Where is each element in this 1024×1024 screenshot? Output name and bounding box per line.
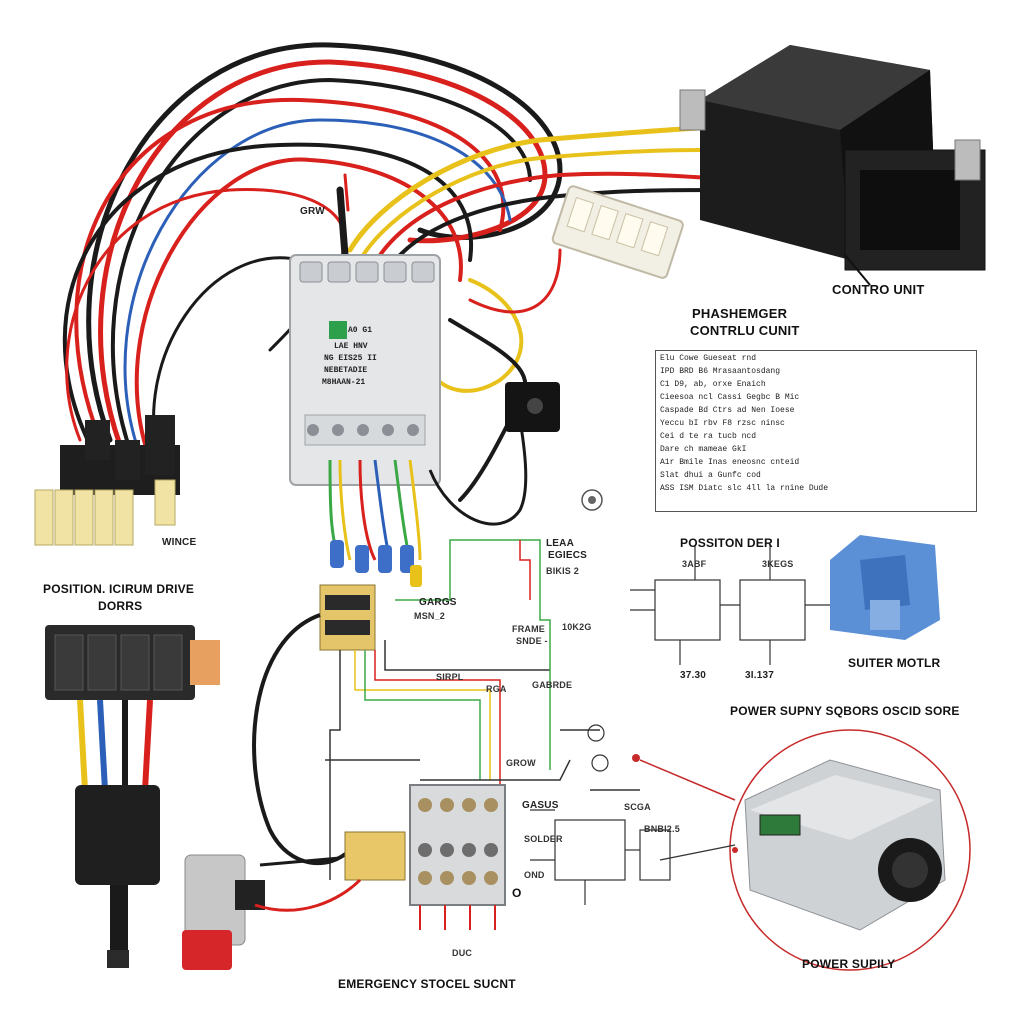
relay-module — [289, 254, 441, 486]
small-sensor — [505, 382, 560, 432]
yellow-terminal-block — [319, 584, 376, 651]
ring-terminals — [330, 540, 422, 587]
relay-line: NG EIS25 II — [324, 354, 377, 363]
table-row: ASS ISM Diatc slc 4ll la rnine Dude — [660, 484, 829, 493]
sutter-motor-device — [830, 535, 940, 640]
position-drive-label-2: DORRS — [98, 599, 143, 613]
lower-schematic — [530, 809, 671, 905]
gargs-label-1: GARGS — [419, 597, 457, 608]
table-row: Dare ch mameae GkI — [660, 445, 747, 454]
table-row: C1 D9, ab, orxe Enaich — [660, 380, 766, 389]
schematic-lines — [325, 539, 640, 880]
garde-label: GABRDE — [532, 680, 573, 690]
marker-circle — [581, 489, 603, 511]
table-row: Slat dhui a Gunfc cod — [660, 471, 761, 480]
rga-label: RGA — [486, 684, 507, 694]
terminal-connector — [551, 185, 684, 279]
phase-title-2: CONTRLU CUNIT — [690, 323, 800, 338]
terminal-block-yellow-small — [344, 831, 406, 881]
table-row: IPD BRD B6 Mrasaantosdang — [660, 367, 781, 376]
position-der-label: POSSITON DER I — [680, 536, 780, 550]
black-loop-wire — [252, 613, 352, 865]
table-row: Caspade Bd Ctrs ad Nen Ioese — [660, 406, 795, 415]
phase-title-1: PHASHEMGER — [692, 306, 788, 321]
leaa-label-3: BIKIS 2 — [546, 566, 579, 576]
sensor-label-2: 3KEGS — [762, 559, 794, 569]
position-drive-label-1: POSITION. ICIRUM DRIVE — [43, 582, 195, 596]
control-unit-device — [679, 45, 986, 286]
terminal-strip — [409, 784, 506, 930]
marker-circle-2 — [587, 724, 605, 742]
sensor-value-1: 37.30 — [680, 670, 707, 681]
bnbi-label: BNBI2.5 — [644, 824, 680, 834]
zero-label: O — [512, 886, 522, 900]
top-wire-label: GRW — [300, 206, 325, 217]
sensor-schematic — [630, 545, 840, 665]
relay-label: A0 G1 — [348, 326, 373, 335]
left-connector-cluster — [34, 415, 180, 546]
table-row: A1r Bmile Inas eneosnc cnteid — [660, 458, 800, 467]
marker-circle-3 — [591, 754, 609, 772]
scga-label: SCGA — [624, 802, 651, 812]
sensor-label-1: 3ABF — [682, 559, 707, 569]
power-supply-callout — [632, 729, 971, 971]
emergency-switch — [182, 854, 362, 970]
emergency-label: EMERGENCY STOCEL SUCNT — [338, 977, 516, 991]
frame-label-1: FRAME — [512, 624, 545, 634]
sensor-value-2: 3I.137 — [745, 670, 775, 681]
relay-line: M8HAAN-21 — [322, 378, 366, 387]
frame-label-3: 10K2G — [562, 622, 592, 632]
table-row: Yeccu bI rbv F8 rzsc ninsc — [660, 419, 785, 428]
frame-label-2: SNDE - — [516, 636, 548, 646]
grow-label: GROW — [506, 758, 536, 768]
leaa-label-1: LEAA — [546, 538, 575, 549]
simple-label: SIRPL — [436, 672, 464, 682]
power-sensor-label: POWER SUPNY SQBORS OSCID SORE — [730, 704, 960, 718]
spec-table: Elu Cowe Gueseat rnd IPD BRD B6 Mrasaant… — [655, 350, 977, 512]
table-row: Cei d te ra tucb ncd — [660, 432, 757, 441]
winch-label: WINCE — [162, 537, 197, 548]
drive-plug — [75, 785, 160, 968]
gargs-label-2: MSN_2 — [414, 611, 446, 621]
relay-line: NEBETADIE — [324, 366, 368, 375]
position-drive-connector — [45, 625, 220, 700]
gasus-label: GASUS — [522, 800, 559, 811]
relay-line: LAE HNV — [334, 342, 368, 351]
table-row: Cieesoa ncl Cassi Gegbc B Mic — [660, 393, 800, 402]
sutter-motor-label: SUITER MOTLR — [848, 656, 941, 670]
control-unit-label: CONTRO UNIT — [832, 282, 925, 297]
leaa-label-2: EGIECS — [548, 550, 587, 561]
drive-cable — [77, 699, 153, 791]
table-row: Elu Cowe Gueseat rnd — [660, 354, 757, 363]
solder-label: SOLDER — [524, 834, 563, 844]
duc-label: DUC — [452, 948, 473, 958]
power-supply-label: POWER SUPILY — [802, 957, 896, 971]
ond-label: OND — [524, 870, 545, 880]
